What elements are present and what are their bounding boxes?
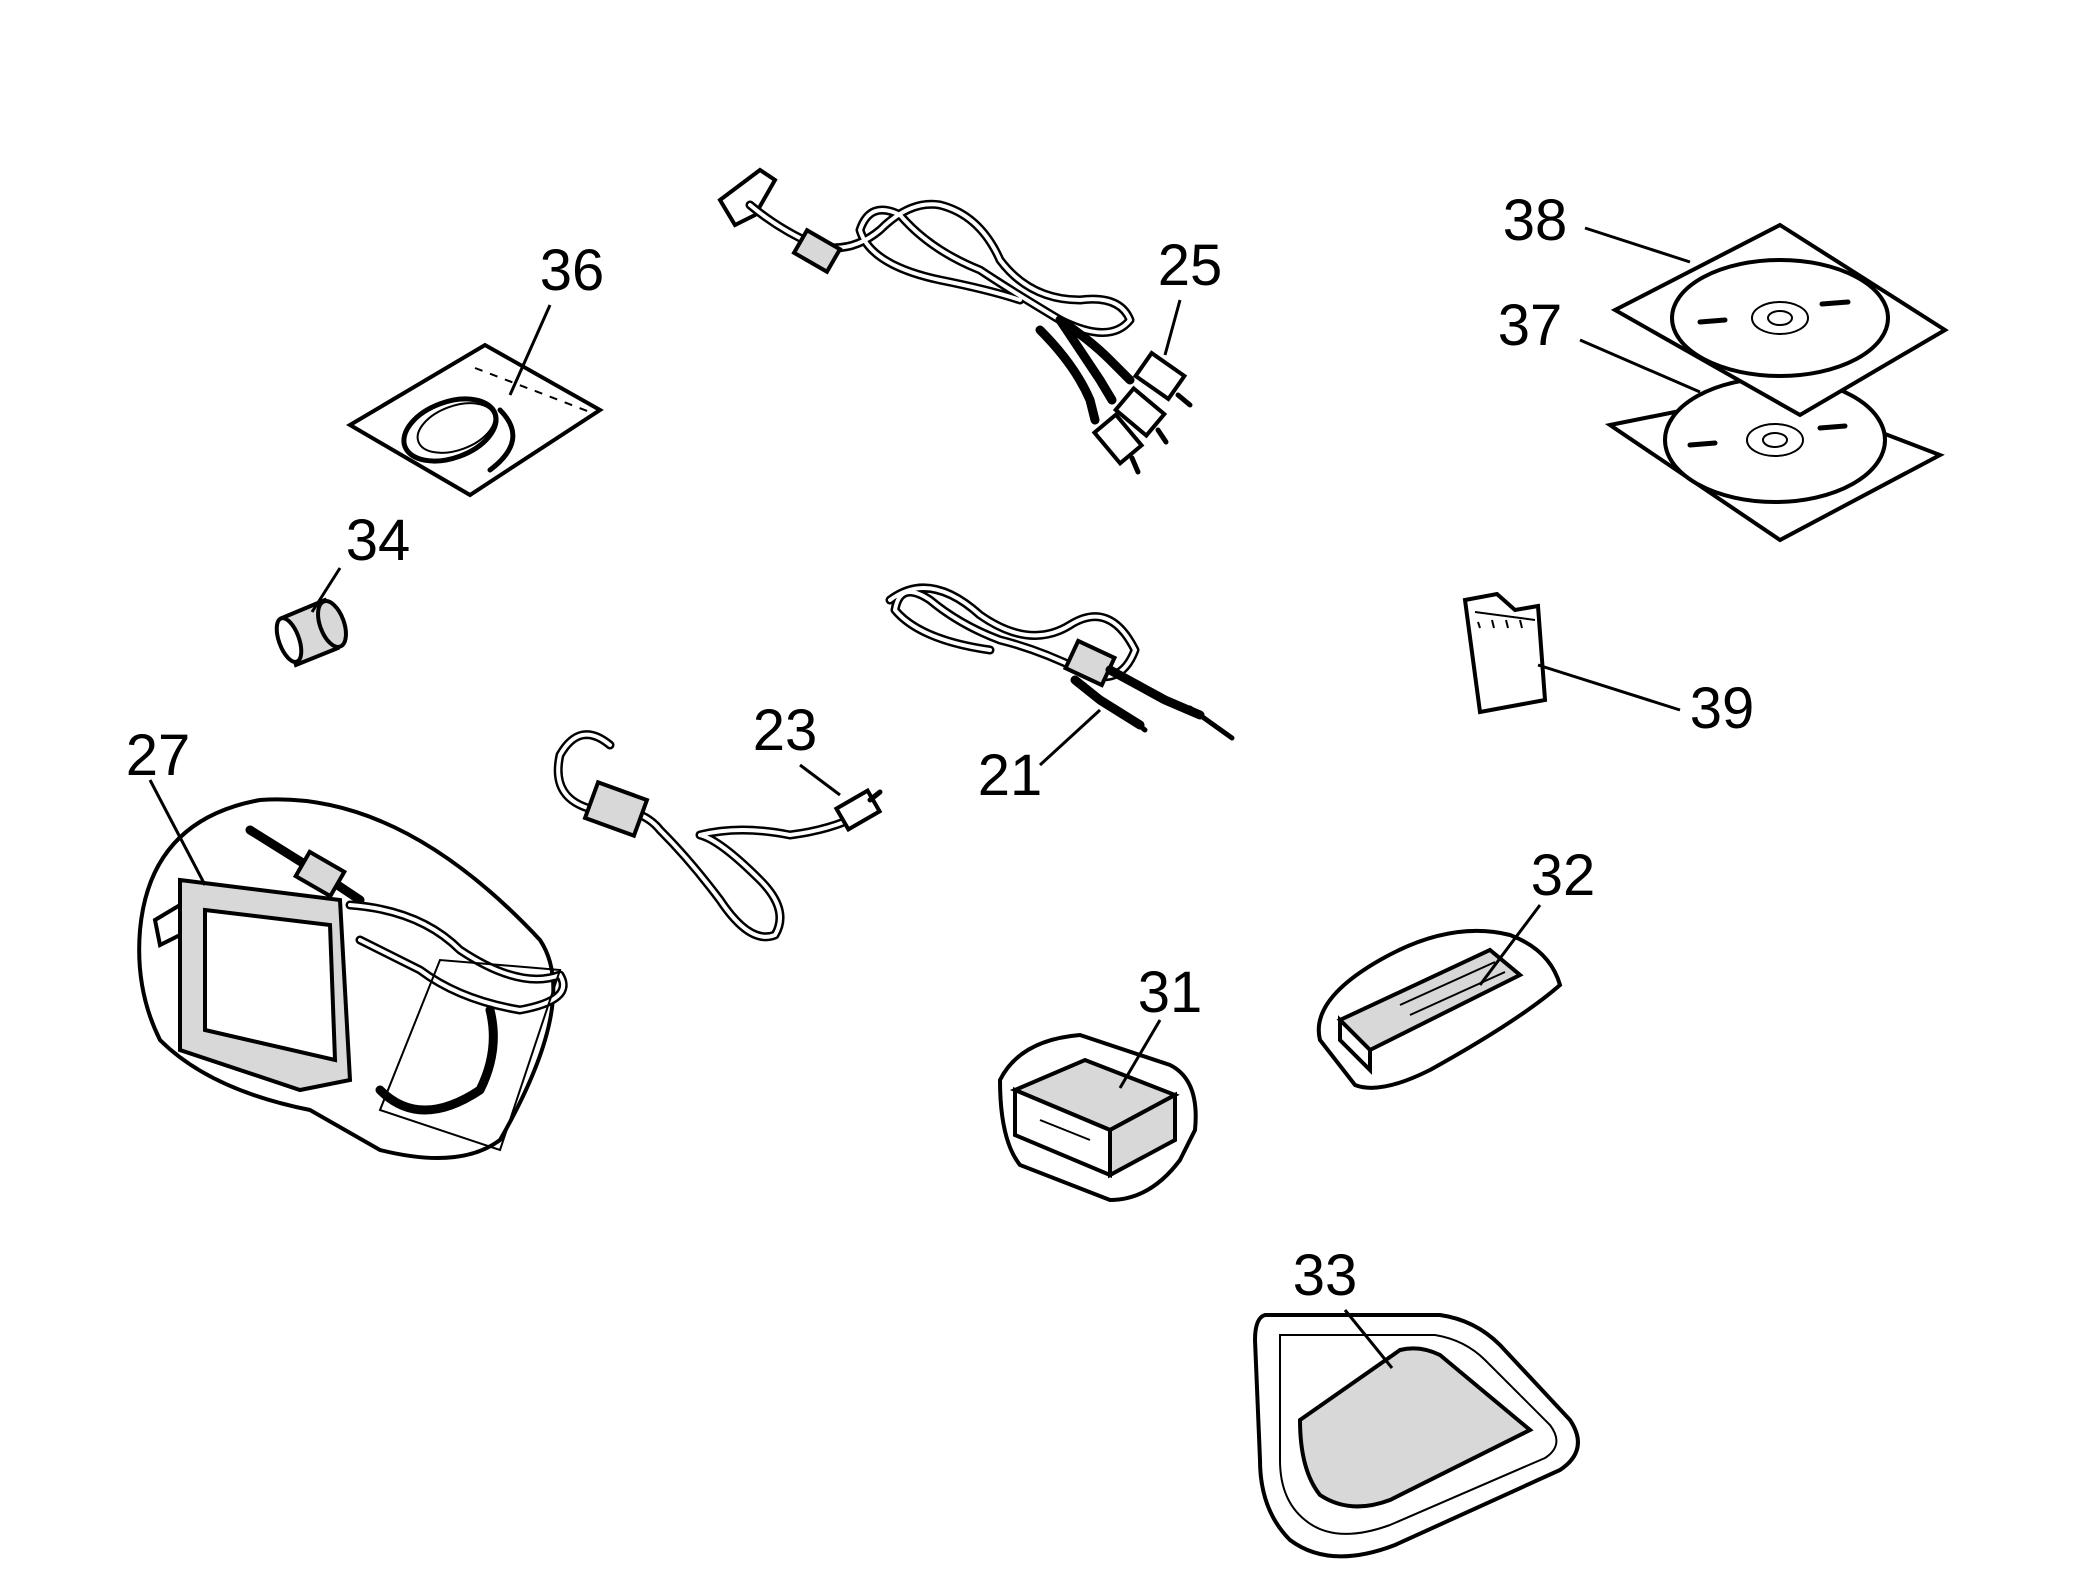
part-label-34: 34 xyxy=(346,508,411,573)
part-label-25: 25 xyxy=(1158,233,1223,298)
part-label-32: 32 xyxy=(1531,843,1596,908)
part-label-23: 23 xyxy=(753,698,818,763)
leader-line-23 xyxy=(799,763,841,797)
leader-line-21 xyxy=(1038,708,1102,767)
sd-card-icon xyxy=(1462,591,1548,715)
battery-icon xyxy=(997,1032,1198,1203)
leader-line-25 xyxy=(1163,299,1182,356)
leader-line-31 xyxy=(1118,1019,1162,1089)
ferrite-core-icon xyxy=(274,597,348,668)
leader-line-38 xyxy=(1584,226,1691,264)
part-label-27: 27 xyxy=(126,723,191,788)
leader-line-34 xyxy=(310,567,342,613)
pouch-icon xyxy=(1252,1313,1580,1559)
part-label-38: 38 xyxy=(1503,188,1568,253)
leader-line-27 xyxy=(148,779,207,886)
part-label-36: 36 xyxy=(540,238,605,303)
leader-line-32 xyxy=(1478,904,1542,986)
usb-cable-icon xyxy=(553,730,883,942)
leader-line-39 xyxy=(1537,663,1681,712)
cd-rom-icon xyxy=(1610,222,1949,418)
cable-icon xyxy=(885,583,1235,741)
cd-rom-icon xyxy=(1604,376,1945,543)
part-label-37: 37 xyxy=(1498,293,1563,358)
av-cable-icon xyxy=(717,167,1193,475)
leader-line-36 xyxy=(508,304,552,396)
ac-adapter-icon xyxy=(137,797,568,1160)
leader-line-33 xyxy=(1343,1309,1394,1369)
leader-line-37 xyxy=(1579,338,1701,394)
part-label-39: 39 xyxy=(1690,676,1755,741)
part-label-21: 21 xyxy=(978,743,1043,808)
strap-bag-icon xyxy=(346,342,604,498)
part-label-31: 31 xyxy=(1138,960,1203,1025)
battery-pack-icon xyxy=(1316,928,1563,1090)
part-label-33: 33 xyxy=(1293,1243,1358,1308)
